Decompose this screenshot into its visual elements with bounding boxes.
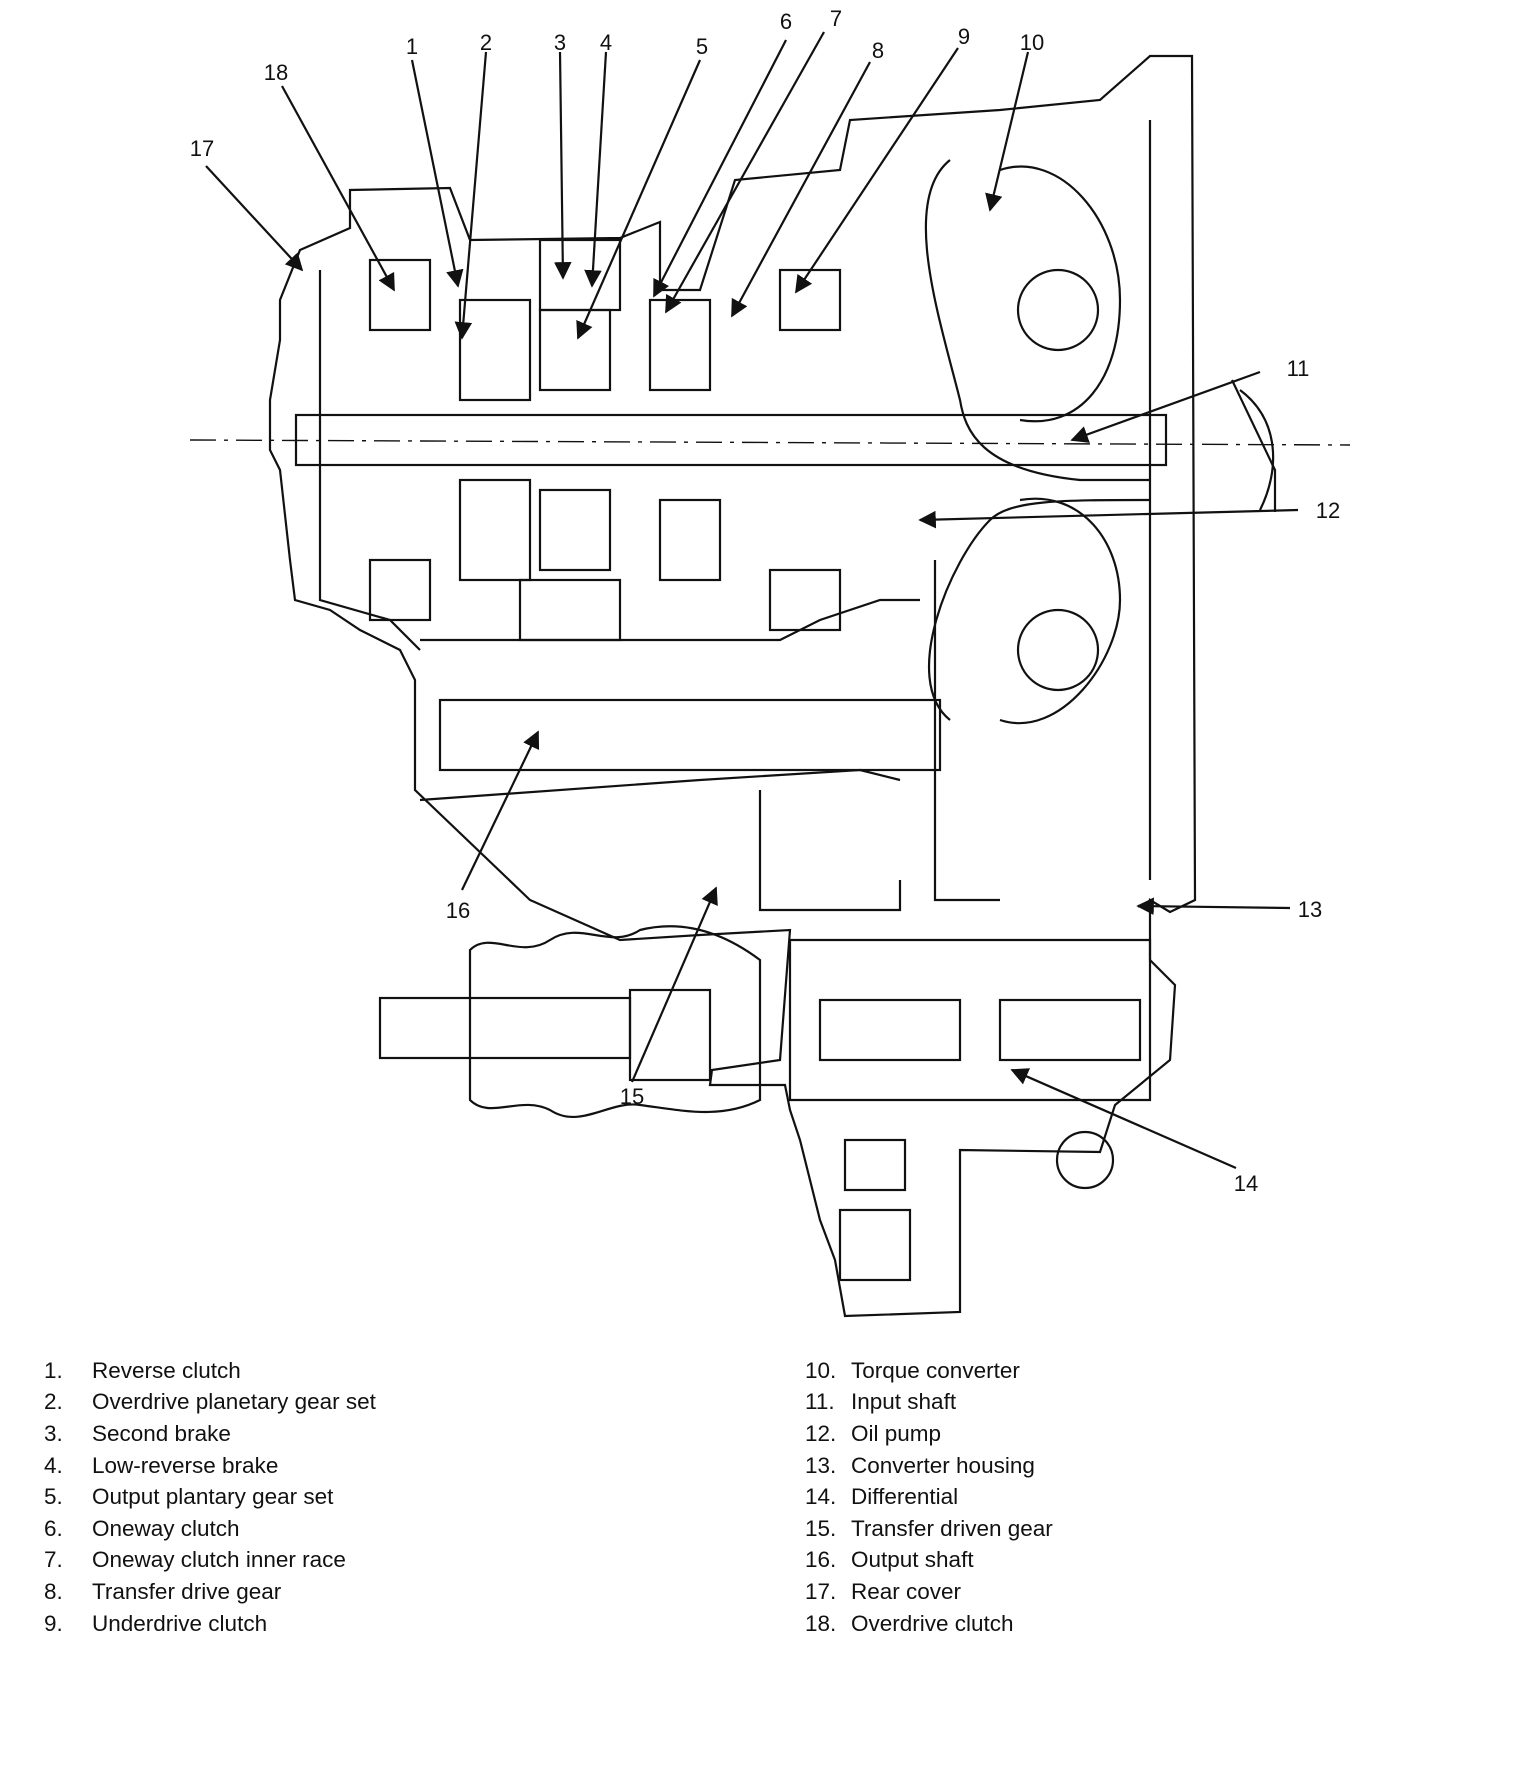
callout-label: 15: [620, 1084, 644, 1109]
legend-item: 16. Output shaft: [805, 1545, 1053, 1577]
transaxle-cross-section-diagram: 1 2 3 4 5 6 7 8 9 10 11 12 13 14 15 16 1…: [189, 6, 1351, 1318]
legend-item: 14. Differential: [805, 1481, 1053, 1513]
legend-right-column: 10. Torque converter 11. Input shaft 12. Oi…: [805, 1355, 1053, 1639]
callout-label: 6: [780, 9, 792, 34]
legend-item: 18. Overdrive clutch: [805, 1608, 1053, 1640]
legend-item: 13. Converter housing: [805, 1450, 1053, 1482]
legend-text: Output shaft: [851, 1547, 974, 1573]
legend-number: 16.: [805, 1547, 837, 1573]
legend-item: 4. Low-reverse brake: [44, 1450, 376, 1482]
legend-number: 18.: [805, 1610, 837, 1636]
legend-number: 12.: [805, 1420, 837, 1446]
legend-text: Oil pump: [851, 1420, 942, 1446]
legend-text: Overdrive planetary gear set: [92, 1389, 376, 1415]
legend-item: 3. Second brake: [44, 1418, 376, 1450]
legend-item: 8. Transfer drive gear: [44, 1576, 376, 1608]
callout-label: 18: [264, 60, 288, 85]
legend-text: Transfer driven gear: [851, 1515, 1053, 1541]
callout-labels: 1 2 3 4 5 6 7 8 9 10 11 12 13 14 15 16 1…: [190, 6, 1340, 1196]
legend-number: 1.: [44, 1357, 63, 1383]
legend-item: 17. Rear cover: [805, 1576, 1053, 1608]
callout-label: 11: [1287, 356, 1310, 381]
callout-label: 4: [600, 30, 612, 55]
callout-label: 2: [480, 30, 492, 55]
legend-number: 4.: [44, 1452, 63, 1478]
legend-number: 9.: [44, 1610, 63, 1636]
callout-label: 1: [406, 34, 418, 59]
legend-number: 5.: [44, 1484, 63, 1510]
callout-label: 10: [1020, 30, 1044, 55]
legend-item: 12. Oil pump: [805, 1418, 1053, 1450]
legend-number: 6.: [44, 1515, 63, 1541]
legend-text: Oneway clutch: [92, 1515, 240, 1541]
legend-item: 5. Output plantary gear set: [44, 1481, 376, 1513]
legend-text: Overdrive clutch: [851, 1610, 1014, 1636]
housing-outline: [189, 54, 1351, 1318]
legend-item: 6. Oneway clutch: [44, 1513, 376, 1545]
callout-label: 7: [830, 6, 842, 31]
callout-label: 5: [696, 34, 708, 59]
callout-arrows: [205, 31, 1299, 1170]
callout-label: 13: [1298, 897, 1322, 922]
legend-text: Output plantary gear set: [92, 1484, 334, 1510]
legend-item: 9. Underdrive clutch: [44, 1608, 376, 1640]
legend-text: Low-reverse brake: [92, 1452, 279, 1478]
legend-item: 1. Reverse clutch: [44, 1355, 376, 1387]
callout-label: 8: [872, 38, 884, 63]
legend-text: Rear cover: [851, 1578, 962, 1604]
legend-number: 14.: [805, 1484, 837, 1510]
callout-label: 9: [958, 24, 970, 49]
legend-number: 15.: [805, 1515, 837, 1541]
legend-number: 10.: [805, 1357, 837, 1383]
legend-text: Second brake: [92, 1420, 231, 1446]
legend-item: 7. Oneway clutch inner race: [44, 1545, 376, 1577]
legend-number: 3.: [44, 1420, 63, 1446]
legend-text: Input shaft: [851, 1389, 957, 1415]
legend-text: Torque converter: [851, 1357, 1020, 1383]
callout-label: 12: [1316, 498, 1340, 523]
legend-number: 8.: [44, 1578, 63, 1604]
callout-label: 3: [554, 30, 566, 55]
legend-item: 15. Transfer driven gear: [805, 1513, 1053, 1545]
legend-item: 2. Overdrive planetary gear set: [44, 1387, 376, 1419]
legend-text: Reverse clutch: [92, 1357, 241, 1383]
legend-left-column: 1. Reverse clutch 2. Overdrive planetary g…: [44, 1355, 376, 1639]
callout-label: 14: [1234, 1171, 1258, 1196]
legend-item: 10. Torque converter: [805, 1355, 1053, 1387]
legend-text: Converter housing: [851, 1452, 1035, 1478]
legend-text: Differential: [851, 1484, 959, 1510]
legend-number: 11.: [805, 1389, 835, 1415]
legend-text: Oneway clutch inner race: [92, 1547, 346, 1573]
legend-number: 7.: [44, 1547, 63, 1573]
legend-number: 13.: [805, 1452, 837, 1478]
legend-text: Transfer drive gear: [92, 1578, 282, 1604]
legend-number: 2.: [44, 1389, 63, 1415]
legend-text: Underdrive clutch: [92, 1610, 268, 1636]
legend-number: 17.: [805, 1578, 837, 1604]
legend-item: 11. Input shaft: [805, 1387, 1053, 1419]
callout-label: 16: [446, 898, 470, 923]
callout-label: 17: [190, 136, 214, 161]
